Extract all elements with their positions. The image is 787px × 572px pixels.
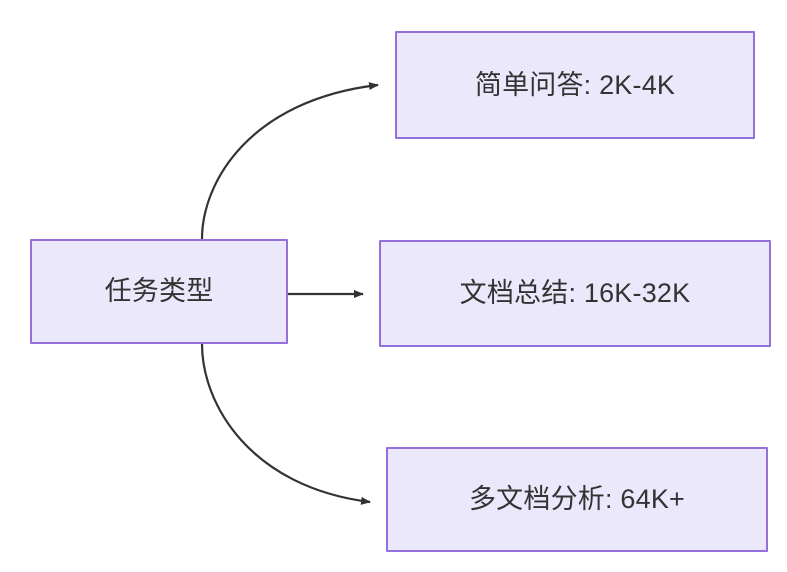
edge-to-simple-qa [200, 82, 379, 240]
node-multi-doc-label: 多文档分析: 64K+ [468, 484, 685, 515]
node-task-type[interactable]: 任务类型 [30, 239, 288, 344]
node-doc-summary-label: 文档总结: 16K-32K [459, 278, 691, 309]
node-multi-doc[interactable]: 多文档分析: 64K+ [386, 447, 768, 552]
edge-to-multi-doc [200, 343, 371, 505]
node-doc-summary[interactable]: 文档总结: 16K-32K [379, 240, 771, 347]
node-task-type-label: 任务类型 [104, 276, 214, 307]
node-simple-qa-label: 简单问答: 2K-4K [474, 69, 676, 100]
node-simple-qa[interactable]: 简单问答: 2K-4K [395, 31, 755, 139]
